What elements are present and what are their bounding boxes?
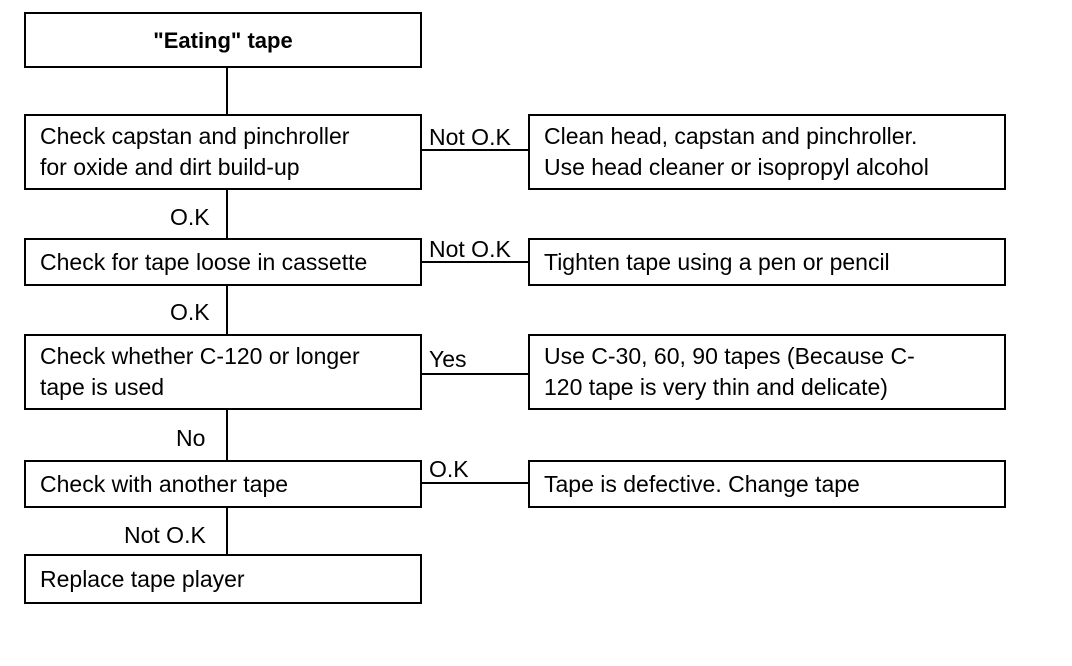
action-node-3-line-1: Use C-30, 60, 90 tapes (Because C-	[544, 343, 915, 369]
connector-start-step1	[226, 68, 228, 114]
check-node-3-line-1: Check whether C-120 or longer	[40, 343, 360, 369]
start-node: "Eating" tape	[24, 12, 422, 68]
connector-step3-step4	[226, 410, 228, 460]
branch-label-2: Not O.K	[429, 236, 511, 262]
end-node: Replace tape player	[24, 554, 422, 604]
check-node-1: Check capstan and pinchroller for oxide …	[24, 114, 422, 190]
action-node-3: Use C-30, 60, 90 tapes (Because C- 120 t…	[528, 334, 1006, 410]
branch-label-4: O.K	[429, 456, 469, 482]
check-node-1-line-1: Check capstan and pinchroller	[40, 123, 350, 149]
next-label-4: Not O.K	[124, 522, 206, 548]
branch-connector-4	[422, 482, 528, 484]
action-node-1-line-1: Clean head, capstan and pinchroller.	[544, 123, 918, 149]
action-node-3-line-2: 120 tape is very thin and delicate)	[544, 374, 888, 400]
check-node-4-line-1: Check with another tape	[40, 470, 289, 497]
action-node-4: Tape is defective. Change tape	[528, 460, 1006, 508]
action-node-1-line-2: Use head cleaner or isopropyl alcohol	[544, 154, 929, 180]
branch-connector-1	[422, 149, 528, 151]
branch-label-1: Not O.K	[429, 124, 511, 150]
connector-step2-step3	[226, 286, 228, 334]
action-node-4-line-1: Tape is defective. Change tape	[544, 470, 860, 497]
check-node-4: Check with another tape	[24, 460, 422, 508]
start-node-text: "Eating" tape	[153, 27, 293, 53]
check-node-2: Check for tape loose in cassette	[24, 238, 422, 286]
next-label-3: No	[176, 425, 206, 451]
check-node-3: Check whether C-120 or longer tape is us…	[24, 334, 422, 410]
end-node-text: Replace tape player	[40, 565, 245, 592]
next-label-2: O.K	[170, 299, 210, 325]
connector-step4-end	[226, 508, 228, 554]
branch-connector-3	[422, 373, 528, 375]
action-node-1: Clean head, capstan and pinchroller. Use…	[528, 114, 1006, 190]
check-node-3-line-2: tape is used	[40, 374, 165, 400]
check-node-2-line-1: Check for tape loose in cassette	[40, 248, 368, 275]
action-node-2-line-1: Tighten tape using a pen or pencil	[544, 248, 890, 275]
branch-connector-2	[422, 261, 528, 263]
branch-label-3: Yes	[429, 346, 467, 372]
action-node-2: Tighten tape using a pen or pencil	[528, 238, 1006, 286]
check-node-1-line-2: for oxide and dirt build-up	[40, 154, 300, 180]
connector-step1-step2	[226, 190, 228, 238]
next-label-1: O.K	[170, 204, 210, 230]
